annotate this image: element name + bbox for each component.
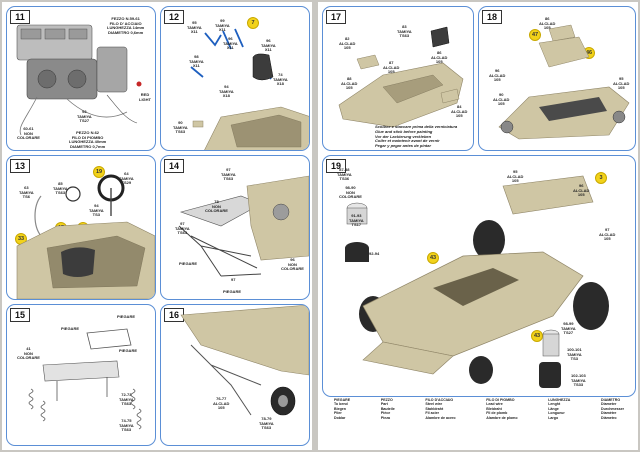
step-19-panel: 19 3 43 43 87-88 TAMIYA TS36 98-90 NON C… (322, 155, 636, 397)
step-11-panel: 11 FEZZO N.59-61 FILO D' ACCIAIO LUNGHEZ… (6, 6, 156, 151)
label-98-99: 98-99 TAMIYA TS27 (561, 321, 576, 336)
step-15-panel: 15 PIEGARE PIEGARE PIEGARE 41 NON COLORA… (6, 304, 156, 446)
label-74: 74 TAMIYA X18 (273, 72, 288, 87)
part-badge-19: 19 (93, 166, 105, 178)
label-90: 90 ALCLAD 105 (493, 92, 510, 107)
step-12-panel: 12 7 95 TAMIYA X11 99 TAMIYA X11 96 TAMI… (160, 6, 310, 151)
label-96a: 96 TAMIYA X11 (223, 36, 238, 51)
part-badge-43a: 43 (427, 252, 439, 264)
label-97a: 97 TAMIYA TS63 (221, 167, 236, 182)
label-94: 94 TAMIYA TS3 (89, 203, 104, 218)
label-83: 83 TAMIYA TS63 (397, 24, 412, 39)
piegare-label-3: PIEGARE (119, 348, 138, 353)
label-92-94: 92-94 (369, 251, 380, 256)
part-badge-33: 33 (15, 233, 27, 245)
label-95: 95 TAMIYA X11 (187, 20, 202, 35)
suspension-illustration (28, 328, 142, 430)
label-97c: 97 (231, 277, 236, 282)
part-badge: 7 (247, 17, 259, 29)
label-96: 96 ALCLAD 105 (573, 183, 590, 198)
label-87: 87 ALCLAD 105 (383, 60, 400, 75)
harness-illustration (190, 28, 309, 150)
part-badge-3: 3 (595, 172, 607, 184)
label-102-103: 102-103 TAMIYA TS33 (571, 373, 586, 388)
label-86: 86 ALCLAD 105 (539, 16, 556, 31)
step-number: 19 (326, 159, 346, 173)
label-96b: 96 TAMIYA X11 (261, 38, 276, 53)
full-car-illustration (345, 175, 609, 388)
label-96: 96 ALCLAD 105 (489, 68, 506, 83)
assembly-note: Scollare e staccare prima della vernicia… (375, 124, 458, 149)
label-96: 96 NON COLORARE (281, 257, 304, 272)
label-97: 97 ALCLAD 105 (599, 227, 616, 242)
colorare-label: 41 NON COLORARE (17, 346, 40, 361)
label-88: 88 ALCLAD 105 (341, 76, 358, 91)
label-95: 95 ALCLAD 105 (613, 76, 630, 91)
colorare-label: 60-61 NON COLORARE (17, 126, 40, 141)
step-number: 15 (10, 308, 30, 322)
label-95: 95 ALCLAD 105 (507, 169, 524, 184)
rear-wheel-hub-illustration (180, 305, 309, 416)
label-94: 94 TAMIYA X18 (219, 84, 234, 99)
piegare-label: PIEGARE (179, 261, 198, 266)
step-17-panel: 17 82 ALCLAD 105 83 TAMIYA TS63 86 ALCLA… (322, 6, 474, 151)
label-82: 82 ALCLAD 105 (339, 36, 356, 51)
label-84: 84 ALCLAD 105 (451, 104, 468, 119)
lead-wire-label: PEZZO N.62 FILO DI PIOMBO LUNGHEZZA 40mm… (69, 130, 107, 149)
step-number: 11 (10, 10, 30, 24)
step-14-panel: 14 97 TAMIYA TS63 78 NON COLORARE 97 TAM… (160, 155, 310, 300)
label-99: 99 TAMIYA X11 (215, 18, 230, 33)
step-number: 12 (164, 10, 184, 24)
step-number: 16 (164, 308, 184, 322)
label-100-101: 100-101 TAMIYA TS3 (567, 347, 582, 362)
body-panels-illustration (498, 24, 630, 140)
piegare-label-2: PIEGARE (223, 289, 242, 294)
step-13-panel: 13 19 33 17 16 63 TAMIYA TS6 64 TAMIYA T… (6, 155, 156, 300)
red-light-label: RED LIGHT (139, 92, 151, 102)
label-89-90: 98-90 NON COLORARE (339, 185, 362, 200)
label-64: 64 TAMIYA TS29 (119, 171, 134, 186)
label-90: 90 TAMIYA TS63 (173, 120, 188, 135)
label-98: 98 TAMIYA X11 (189, 54, 204, 69)
rear-frame-illustration (178, 175, 309, 277)
step-number: 13 (10, 159, 30, 173)
piegare-label-2: PIEGARE (61, 326, 80, 331)
label-97b: 97 TAMIYA TS63 (175, 221, 190, 236)
part-badge-47: 47 (529, 29, 541, 41)
label-91-93: 91-93 TAMIYA TS17 (349, 213, 364, 228)
label-63: 63 TAMIYA TS6 (19, 185, 34, 200)
alclad-label: 76-77 ALCLAD 105 (213, 396, 230, 411)
label-86: 86 ALCLAD 105 (431, 50, 448, 65)
part-badge-43b: 43 (531, 330, 543, 342)
tamiya-label-1: 72-73 TAMIYA TS63 (119, 392, 134, 407)
label-87-88: 87-88 TAMIYA TS36 (337, 167, 352, 182)
step-18-panel: 18 47 46 86 ALCLAD 105 96 ALCLAD 105 90 … (478, 6, 636, 151)
step-number: 17 (326, 10, 346, 24)
tamiya-label: 78-79 TAMIYA TS63 (259, 416, 274, 431)
step-16-panel: 16 76-77 ALCLAD 105 78-79 TAMIYA TS63 (160, 304, 310, 446)
tamiya-label-2: 74-75 TAMIYA TS63 (119, 418, 134, 433)
step-number: 18 (482, 10, 502, 24)
piegare-label-1: PIEGARE (117, 314, 136, 319)
chassis-tub-illustration (338, 26, 464, 128)
engine-illustration (16, 24, 142, 136)
tamiya-label: 92 TAMIYA TS27 (77, 109, 92, 124)
step-number: 14 (164, 159, 184, 173)
wire-label: FEZZO N.59-61 FILO D' ACCIAIO LUNGHEZZA … (107, 16, 145, 35)
cockpit-illustration (16, 174, 155, 299)
label-85: 85 TAMIYA TS63 (53, 181, 68, 196)
label-78: 78 NON COLORARE (205, 199, 228, 214)
